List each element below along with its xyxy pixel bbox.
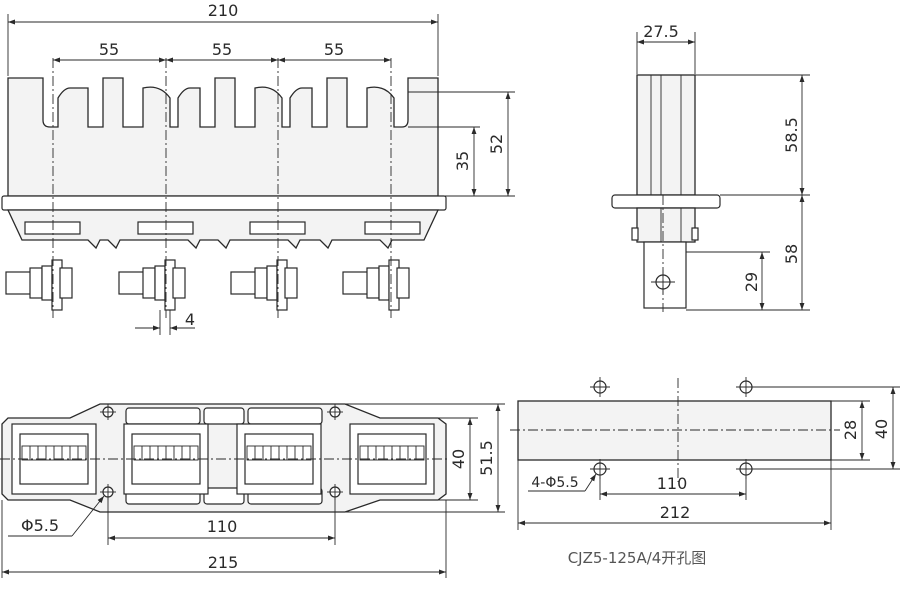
terminal-1	[5, 259, 73, 311]
dim-holes-spec: 4-Φ5.5	[531, 475, 578, 491]
dim-height-52: 52	[487, 134, 506, 154]
dim-215: 215	[208, 553, 239, 572]
terminal-4	[342, 259, 410, 311]
dim-height-51-5: 51.5	[477, 440, 496, 476]
terminal-2	[118, 259, 186, 311]
terminal-3	[230, 259, 298, 311]
dim-side-terminal: 29	[742, 272, 761, 292]
dim-212: 212	[660, 503, 691, 522]
dim-hole-dia-left: Φ5.5	[21, 516, 59, 535]
dim-height-28: 28	[841, 420, 860, 440]
dim-hole-pitch-left: 110	[207, 517, 238, 536]
dim-side-lower: 58	[782, 244, 801, 264]
cutout-view	[510, 377, 900, 530]
drawing-caption: CJZ5-125A/4开孔图	[568, 549, 707, 567]
dim-height-40-left: 40	[449, 449, 468, 469]
dim-side-width: 27.5	[643, 22, 679, 41]
dim-height-40-right: 40	[872, 419, 891, 439]
dim-pitch-2: 55	[212, 40, 232, 59]
dim-pitch-3: 55	[324, 40, 344, 59]
plan-view	[0, 403, 505, 578]
dim-210-top: 210	[208, 1, 239, 20]
side-view	[611, 32, 810, 312]
dim-pitch-1: 55	[99, 40, 119, 59]
dim-side-upper: 58.5	[782, 117, 801, 153]
dim-height-35: 35	[453, 151, 472, 171]
dim-hole-pitch-right: 110	[657, 474, 688, 493]
dim-terminal-gap: 4	[185, 310, 195, 329]
front-view	[1, 14, 515, 335]
